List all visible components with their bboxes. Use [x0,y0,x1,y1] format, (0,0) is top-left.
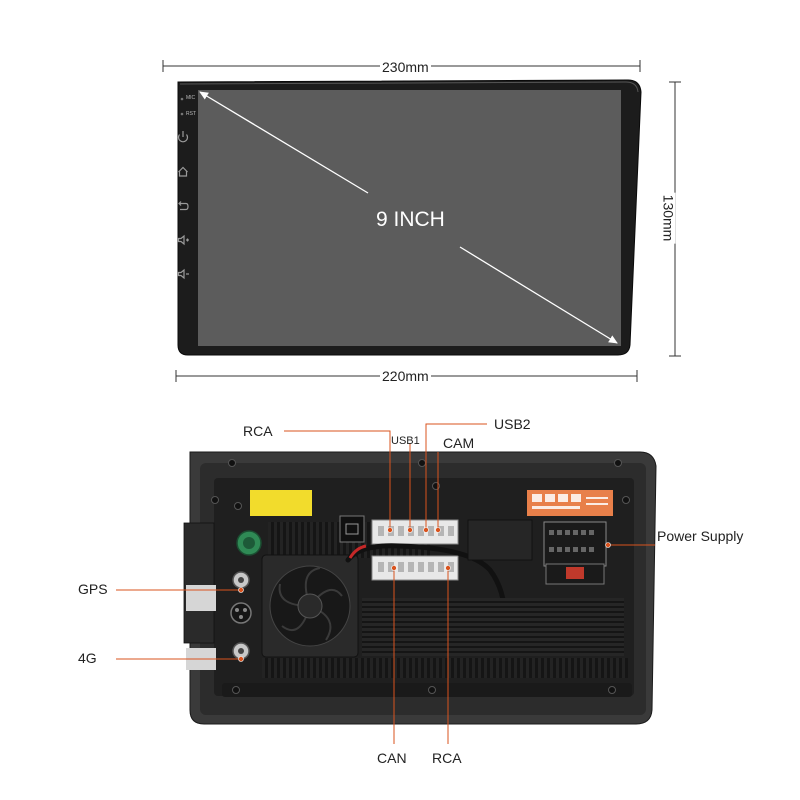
home-icon[interactable] [178,166,188,177]
mic-dot [180,97,184,101]
callout-lines [116,423,655,744]
volume-up-icon[interactable] [177,234,190,246]
back-icon[interactable] [178,201,189,211]
volume-down-icon[interactable] [177,268,190,280]
dimension-top-label: 230mm [380,59,431,75]
dimension-bottom-label: 220mm [380,368,431,384]
reset-dot[interactable] [180,112,184,116]
mic-label: MIC [186,95,196,101]
diagonal-arrow-upper [199,91,369,194]
label-usb1: USB1 [391,435,420,447]
diagonal-arrow-lower [459,246,618,344]
head-unit-front [177,79,642,356]
power-icon[interactable] [177,131,189,143]
head-unit-back [183,451,657,725]
label-gps: GPS [78,581,108,597]
label-4g: 4G [78,650,97,666]
rst-label: RST [186,111,196,117]
label-power-supply: Power Supply [657,528,744,544]
label-can: CAN [377,750,407,766]
power-connector [543,521,607,567]
label-rca-top: RCA [243,423,273,439]
yellow-sticker [250,490,312,516]
connector-lower [371,555,459,581]
connector-upper [371,519,459,545]
label-rca-bottom: RCA [432,750,462,766]
dimension-height-label: 130mm [660,192,677,244]
side-button-icons [177,97,190,280]
screen-size-label: 9 INCH [376,208,445,231]
callout-usb2 [425,423,487,528]
callout-rca-top [284,430,391,528]
label-usb2: USB2 [494,416,531,432]
label-cam: CAM [443,435,475,451]
